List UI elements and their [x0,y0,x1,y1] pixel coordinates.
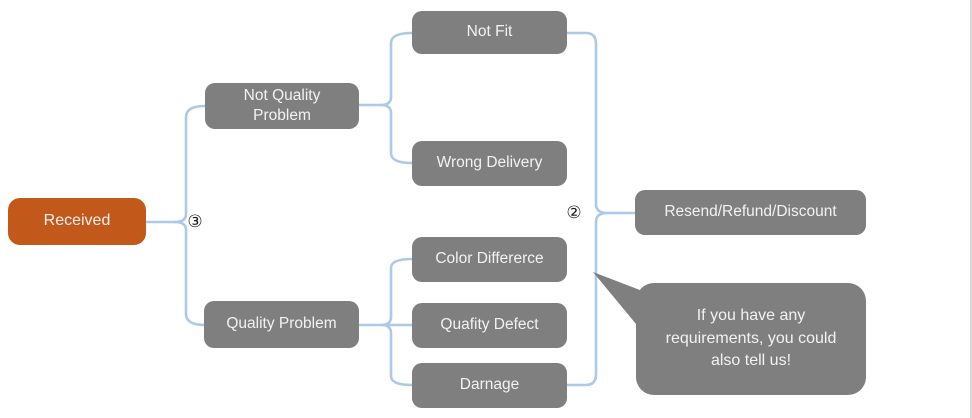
node-damage: Darnage [412,363,567,408]
connector-nqp-brace [379,31,414,165]
page-edge-line [970,0,972,418]
node-received: Received [8,198,146,245]
node-color-difference: Color Differerce [412,237,567,282]
circled-two-label: ② [566,203,582,222]
node-outcome: Resend/Refund/Discount [635,190,866,235]
circled-three-label: ③ [187,212,203,231]
callout-bubble: If you have any requirements, you could … [636,283,866,395]
node-quality-defect: Quafity Defect [412,303,567,348]
connector-qp-brace [379,257,414,387]
node-not-fit: Not Fit [412,11,567,54]
node-wrong-delivery: Wrong Delivery [412,141,567,186]
node-not-quality-problem: Not Quality Problem [205,83,359,129]
node-quality-problem: Quality Problem [204,301,359,348]
connector-left-brace [173,104,207,327]
